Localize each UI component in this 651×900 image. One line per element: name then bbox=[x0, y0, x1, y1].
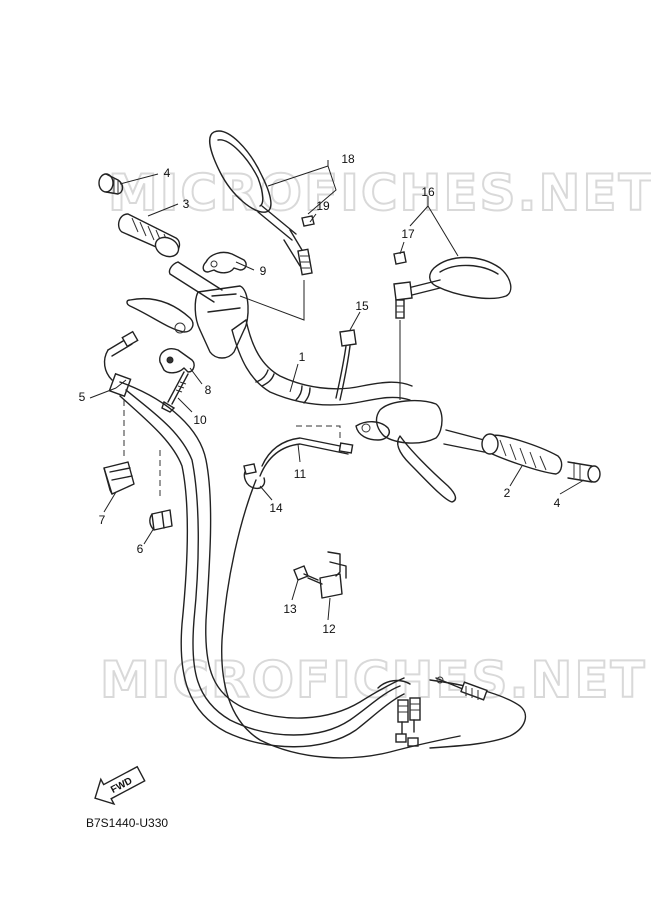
callouts: 4 3 9 18 19 16 17 15 1 5 8 10 7 6 11 14 … bbox=[79, 152, 561, 636]
left-mirror-nut-19 bbox=[301, 215, 315, 227]
callout-6: 6 bbox=[137, 542, 144, 556]
clip-6 bbox=[149, 509, 173, 531]
callout-12: 12 bbox=[322, 622, 336, 636]
left-bar-stub bbox=[168, 261, 223, 303]
right-mirror bbox=[393, 256, 512, 319]
callout-7: 7 bbox=[99, 513, 106, 527]
left-grip bbox=[117, 213, 181, 258]
holder-7 bbox=[103, 461, 135, 495]
right-lever-assembly bbox=[355, 399, 490, 503]
callout-18: 18 bbox=[341, 152, 355, 166]
cable-11-dashed bbox=[296, 425, 341, 440]
left-bar-end bbox=[98, 173, 124, 195]
cable-11 bbox=[221, 437, 527, 759]
screw-13 bbox=[293, 565, 319, 581]
right-grip bbox=[481, 433, 563, 475]
handlebar bbox=[231, 319, 413, 406]
callout-2: 2 bbox=[504, 486, 511, 500]
leader-lines bbox=[89, 160, 585, 621]
callout-10: 10 bbox=[193, 413, 207, 427]
watermark-bottom: MICROFICHES.NET bbox=[100, 651, 647, 709]
callout-14: 14 bbox=[269, 501, 283, 515]
holder-9 bbox=[202, 251, 247, 274]
fwd-arrow-icon: FWD bbox=[94, 765, 146, 806]
callout-16: 16 bbox=[421, 185, 435, 199]
clamp-8 bbox=[159, 348, 195, 374]
watermark-top: MICROFICHES.NET bbox=[108, 164, 651, 222]
left-lever-assembly bbox=[126, 285, 249, 359]
callout-19: 19 bbox=[316, 199, 330, 213]
right-bar-end bbox=[567, 461, 601, 483]
callout-4-right: 4 bbox=[554, 496, 561, 510]
mirror-mount-lead bbox=[239, 280, 305, 321]
band-15 bbox=[335, 329, 357, 401]
callout-17: 17 bbox=[401, 227, 415, 241]
bracket-12 bbox=[307, 551, 347, 599]
callout-15: 15 bbox=[355, 299, 369, 313]
callout-3: 3 bbox=[183, 197, 190, 211]
diagram-code: B7S1440-U330 bbox=[86, 816, 168, 830]
callout-11: 11 bbox=[294, 467, 307, 481]
callout-5: 5 bbox=[79, 390, 86, 404]
throttle-cables bbox=[103, 330, 405, 748]
clamp-14 bbox=[243, 463, 266, 490]
callout-9: 9 bbox=[260, 264, 267, 278]
callout-4-left: 4 bbox=[164, 166, 171, 180]
left-mirror bbox=[209, 130, 313, 276]
callout-13: 13 bbox=[283, 602, 297, 616]
callout-8: 8 bbox=[205, 383, 212, 397]
callout-1: 1 bbox=[299, 350, 306, 364]
